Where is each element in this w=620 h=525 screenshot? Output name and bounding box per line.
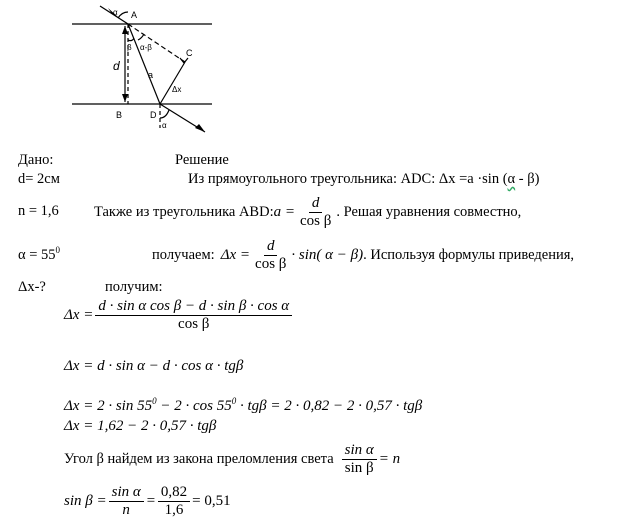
eq-dx-2: Δx = d · sin α cos β − d · sin β · cos α… xyxy=(64,298,294,333)
thickness-arrowhead-down xyxy=(122,94,128,102)
given-title: Дано: xyxy=(18,152,54,168)
label-alpha-bottom: α xyxy=(162,121,167,130)
emergent-arrowhead xyxy=(195,124,205,132)
alpha-arc-bottom xyxy=(159,109,170,119)
refraction-diagram: A B C D d a Δx α β α-β α xyxy=(72,5,212,133)
solution-line-beta: Угол β найдем из закона преломления свет… xyxy=(64,442,401,477)
given-n: n = 1,6 xyxy=(18,203,59,219)
eq-dx-3: Δx = d · sin α − d · cos α · tgβ xyxy=(64,358,244,374)
label-d-point: D xyxy=(150,110,157,120)
label-b-point: B xyxy=(116,110,122,120)
label-a-point: A xyxy=(131,10,137,20)
incident-arrowhead xyxy=(108,8,118,17)
solution-line-adc: Из прямоугольного треугольника: ADC: Δx … xyxy=(188,171,540,187)
solution-line-obtain: получим: xyxy=(105,279,163,295)
label-a-segment: a xyxy=(148,70,153,80)
solution-title: Решение xyxy=(175,152,229,168)
label-alpha-minus-beta: α-β xyxy=(140,43,152,52)
label-alpha-top: α xyxy=(113,8,118,17)
given-d: d= 2см xyxy=(18,171,60,187)
given-find: Δx-? xyxy=(18,279,46,295)
label-c-point: C xyxy=(186,48,193,58)
dashed-extension xyxy=(127,23,186,63)
alpha-arc xyxy=(117,11,129,19)
refracted-ray xyxy=(127,23,161,105)
label-thickness: d xyxy=(113,59,120,73)
label-dx: Δx xyxy=(172,85,181,94)
label-beta: β xyxy=(127,43,132,52)
eq-dx-5: Δx = 1,62 − 2 · 0,57 · tgβ xyxy=(64,418,217,434)
eq-dx-4: Δx = 2 · sin 550 − 2 · cos 550 · tgβ = 2… xyxy=(64,396,423,414)
right-angle-mark xyxy=(179,57,189,64)
beta-arc xyxy=(127,37,135,42)
alpha-beta-arc xyxy=(137,33,145,41)
thickness-arrowhead-up xyxy=(122,26,128,34)
given-alpha: α = 550 xyxy=(18,245,61,263)
dx-segment xyxy=(159,61,186,105)
